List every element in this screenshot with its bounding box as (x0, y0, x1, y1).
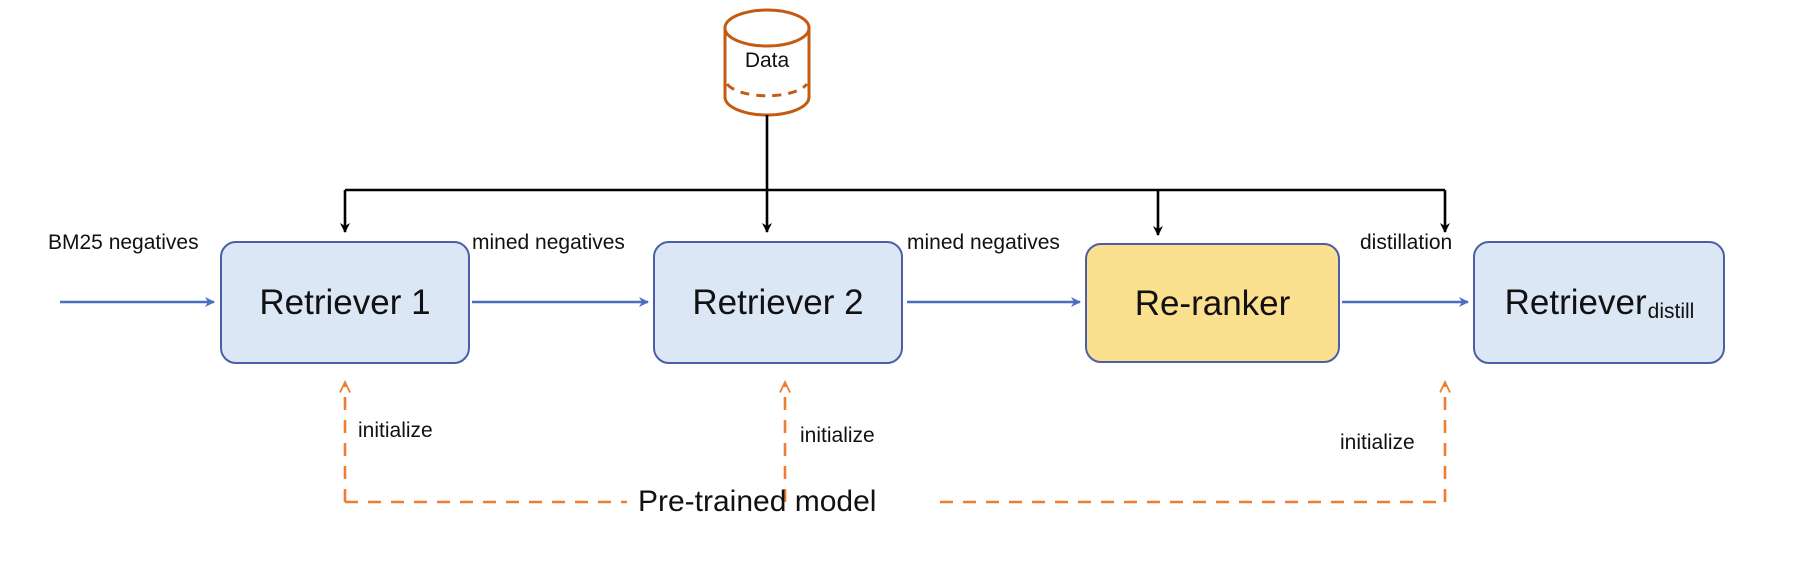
label-initialize-1: initialize (358, 419, 433, 442)
edge-label-bm25-negatives: BM25 negatives (48, 231, 199, 254)
edge-label-distillation: distillation (1360, 231, 1453, 254)
node-retriever-1[interactable]: Retriever 1 (220, 241, 470, 364)
node-retriever-2[interactable]: Retriever 2 (653, 241, 903, 364)
node-reranker[interactable]: Re-ranker (1085, 243, 1340, 363)
label-initialize-2: initialize (800, 424, 875, 447)
node-retriever-2-label: Retriever 2 (692, 283, 864, 322)
node-reranker-label: Re-ranker (1134, 283, 1291, 323)
edge-label-mined-negatives-1: mined negatives (472, 231, 625, 254)
edge-label-mined-negatives-2: mined negatives (907, 231, 1060, 254)
pretrained-model-caption: Pre-trained model (638, 485, 877, 518)
node-retriever-distill-label: Retriever (1504, 283, 1647, 322)
label-initialize-3: initialize (1340, 431, 1415, 454)
pretrained-model-bus (345, 383, 1445, 504)
node-retriever-distill-subscript: distill (1647, 300, 1695, 323)
data-distribution-bus (340, 115, 1450, 236)
node-retriever-1-label: Retriever 1 (259, 283, 431, 322)
datastore-label: Data (744, 49, 790, 72)
